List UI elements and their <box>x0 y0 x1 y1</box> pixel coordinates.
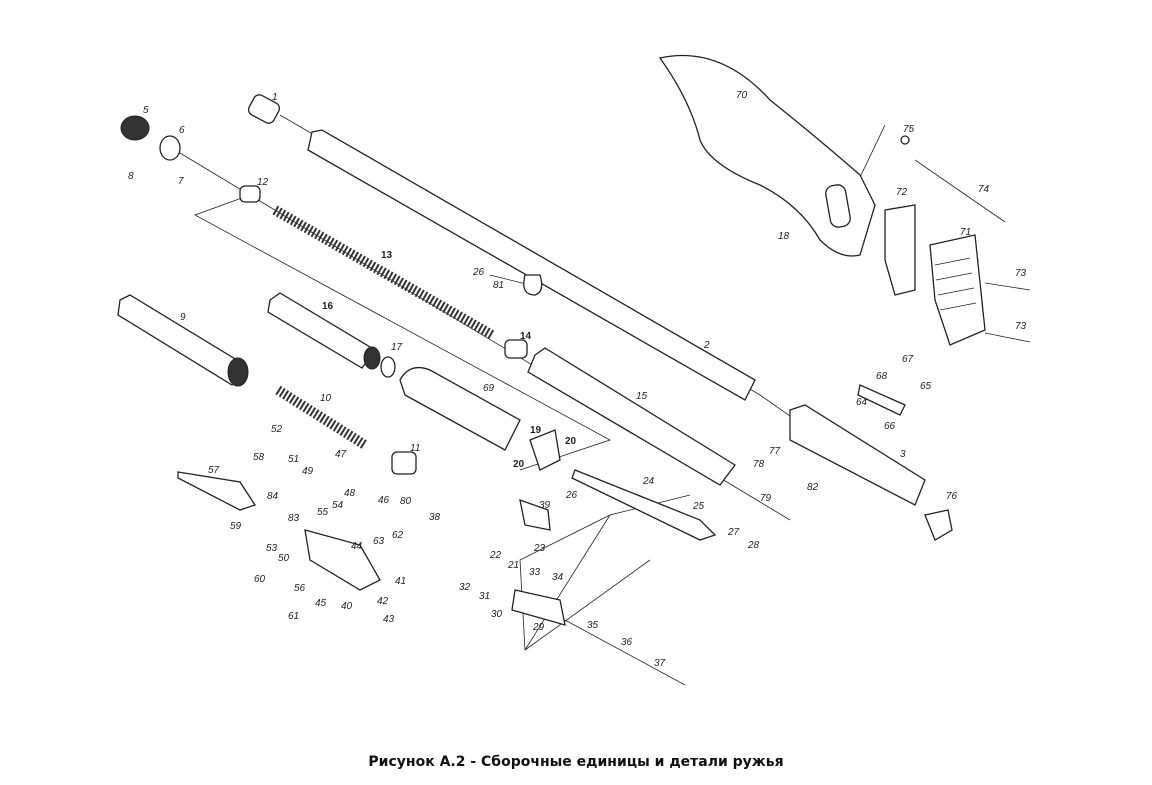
part-label-62: 62 <box>392 530 404 541</box>
part-label-74: 74 <box>978 184 990 195</box>
part-label-27: 27 <box>727 527 740 538</box>
part-label-81: 81 <box>493 280 504 291</box>
part-label-65: 65 <box>920 381 932 392</box>
part-label-34: 34 <box>552 572 564 583</box>
part-label-43: 43 <box>383 614 395 625</box>
part-label-37: 37 <box>654 658 666 669</box>
part-label-83: 83 <box>288 513 300 524</box>
part-label-50: 50 <box>278 553 290 564</box>
part-label-33: 33 <box>529 567 541 578</box>
part-label-48: 48 <box>344 488 356 499</box>
part-label-60: 60 <box>254 574 266 585</box>
part-label-49: 49 <box>302 466 314 477</box>
part-label-3: 3 <box>900 449 906 460</box>
part-label-36: 36 <box>621 637 633 648</box>
part-label-6: 6 <box>179 125 185 136</box>
part-label-23: 23 <box>533 543 546 554</box>
part-label-26: 26 <box>565 490 578 501</box>
part-label-32: 32 <box>459 582 471 593</box>
part-label-46: 46 <box>378 495 390 506</box>
part-label-1: 1 <box>272 92 278 103</box>
part-label-9: 9 <box>180 312 186 323</box>
part-label-20: 20 <box>565 436 577 447</box>
part-label-77: 77 <box>769 446 781 457</box>
part-label-44: 44 <box>351 541 363 552</box>
part-label-29: 29 <box>532 622 545 633</box>
part-label-10: 10 <box>320 393 332 404</box>
part-label-30: 30 <box>491 609 503 620</box>
part-label-59: 59 <box>230 521 242 532</box>
part-label-71: 71 <box>960 227 971 238</box>
part-label-22: 22 <box>489 550 502 561</box>
part-label-8: 8 <box>128 171 134 182</box>
trigger-group <box>304 529 381 591</box>
part-label-26: 26 <box>472 267 485 278</box>
part-label-51: 51 <box>288 454 299 465</box>
part-label-63: 63 <box>373 536 385 547</box>
part-label-19: 19 <box>530 425 542 436</box>
part-label-73: 73 <box>1015 321 1027 332</box>
part-label-2: 2 <box>703 340 710 351</box>
part-label-70: 70 <box>736 90 748 101</box>
part-label-82: 82 <box>807 482 819 493</box>
recoil-pad <box>929 234 986 346</box>
part-label-58: 58 <box>253 452 265 463</box>
part-label-68: 68 <box>876 371 888 382</box>
part-label-39: 39 <box>539 500 551 511</box>
part-label-54: 54 <box>332 500 344 511</box>
part-label-56: 56 <box>294 583 306 594</box>
receiver <box>789 404 926 506</box>
part-label-72: 72 <box>896 187 908 198</box>
part-label-28: 28 <box>747 540 760 551</box>
part-label-7: 7 <box>178 176 184 187</box>
part-label-79: 79 <box>760 493 772 504</box>
part-label-21: 21 <box>507 560 519 571</box>
part-label-66: 66 <box>884 421 896 432</box>
part-label-57: 57 <box>208 465 220 476</box>
part-label-12: 12 <box>257 177 269 188</box>
part-label-13: 13 <box>381 250 393 261</box>
part-label-38: 38 <box>429 512 441 523</box>
part-label-14: 14 <box>520 331 532 342</box>
part-label-5: 5 <box>143 105 149 116</box>
figure-caption: Рисунок А.2 - Сборочные единицы и детали… <box>368 754 784 770</box>
part-label-15: 15 <box>636 391 648 402</box>
part-label-55: 55 <box>317 507 329 518</box>
part-label-78: 78 <box>753 459 765 470</box>
part-label-11: 11 <box>410 443 420 454</box>
part-label-42: 42 <box>377 596 389 607</box>
part-label-31: 31 <box>479 591 490 602</box>
part-label-45: 45 <box>315 598 327 609</box>
part-label-52: 52 <box>271 424 283 435</box>
part-label-69: 69 <box>483 383 495 394</box>
part-label-64: 64 <box>856 397 868 408</box>
recoil-pad-spacer <box>884 204 916 296</box>
part-label-61: 61 <box>288 611 299 622</box>
part-label-53: 53 <box>266 543 278 554</box>
part-label-73: 73 <box>1015 268 1027 279</box>
part-label-67: 67 <box>902 354 914 365</box>
part-label-75: 75 <box>903 124 915 135</box>
part-label-25: 25 <box>692 501 705 512</box>
stock <box>658 54 876 257</box>
part-label-40: 40 <box>341 601 353 612</box>
part-label-47: 47 <box>335 449 347 460</box>
part-label-18: 18 <box>778 231 790 242</box>
part-label-20: 20 <box>513 459 525 470</box>
barrel-tube <box>527 347 736 486</box>
barrel <box>307 129 756 401</box>
part-label-76: 76 <box>946 491 958 502</box>
part-label-17: 17 <box>391 342 403 353</box>
part-label-41: 41 <box>395 576 406 587</box>
part-label-80: 80 <box>400 496 412 507</box>
forend <box>399 366 521 451</box>
part-label-16: 16 <box>322 301 334 312</box>
part-label-84: 84 <box>267 491 279 502</box>
part-label-35: 35 <box>587 620 599 631</box>
part-label-24: 24 <box>642 476 655 487</box>
